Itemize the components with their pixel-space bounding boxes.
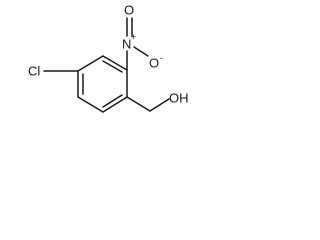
bond-nitro-oxygen-right (133, 46, 149, 57)
nitro-oxygen-top-label: O (124, 3, 134, 18)
chlorine-label: Cl (28, 64, 40, 79)
hydroxyl-label: OH (169, 91, 189, 106)
nitro-oxygen-right-label: O (149, 56, 159, 71)
nitro-oxygen-charge: - (160, 53, 163, 63)
nitro-nitrogen-label: N (122, 37, 131, 52)
nitro-nitrogen-charge: + (131, 32, 136, 42)
ring-double-bond-c5-c6 (102, 94, 123, 108)
ring-double-bond-c1-c2 (102, 60, 123, 73)
ring-bond-c4-c5 (77, 96, 104, 113)
ring-bond-c2-c3 (77, 55, 104, 72)
ring-bond-c5-c6 (102, 96, 128, 113)
bond-ring-ch2 (126, 96, 151, 112)
ring-bond-c1-c2 (102, 55, 128, 71)
bond-ch2-oh (149, 98, 170, 112)
chemical-structure: Cl N + O O - OH (28, 3, 189, 113)
